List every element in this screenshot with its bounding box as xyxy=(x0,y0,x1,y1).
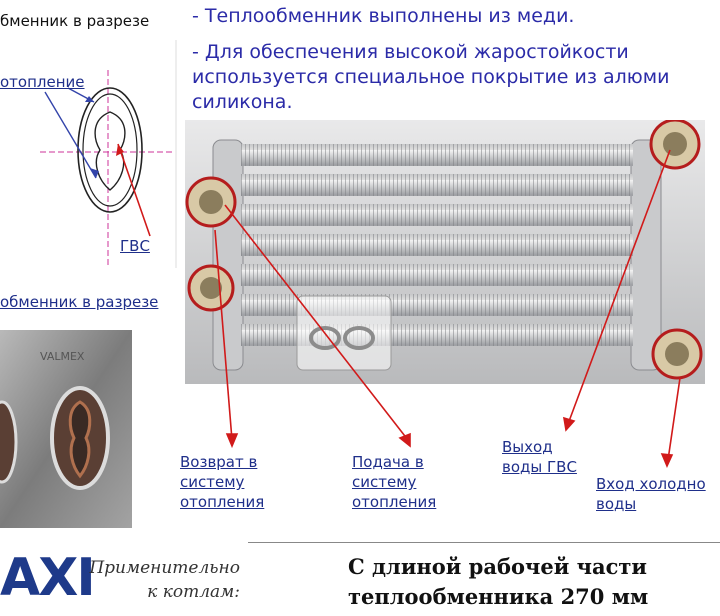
inner-tube-shape xyxy=(82,93,138,207)
fitting-supply xyxy=(187,264,235,312)
bullet-coating-3: силикона. xyxy=(192,91,293,113)
section-photo-stamp: VALMEX xyxy=(40,350,85,363)
fitting-dhw-out xyxy=(649,120,701,170)
heat-exchanger-photo xyxy=(185,120,705,384)
fitting-cold-in xyxy=(651,328,703,380)
applicability-label: Применительно к котлам: xyxy=(89,558,240,602)
callout-return-heating: Возврат в систему отопления xyxy=(180,453,265,511)
label-heating: отопление xyxy=(0,73,85,91)
diagram-title: бменник в разрезе xyxy=(0,12,150,30)
cross-section-diagram xyxy=(40,40,177,268)
gasket-bag xyxy=(296,295,392,371)
label-dhw: ГВС xyxy=(120,237,150,255)
bullet-copper: - Теплообменник выполнены из меди. xyxy=(192,5,575,27)
dhw-arrow xyxy=(117,143,151,237)
callout-cold-in: Вход холодно воды xyxy=(596,475,706,513)
outer-tube-shape xyxy=(77,87,143,213)
section-photo: VALMEX xyxy=(0,330,132,528)
bullet-coating-1: - Для обеспечения высокой жаростойкости xyxy=(192,41,629,63)
brand-logo: AXI xyxy=(0,548,96,608)
bullet-coating-2: используется специальное покрытие из алю… xyxy=(192,66,670,88)
length-title: С длиной рабочей части теплообменника 27… xyxy=(348,554,649,609)
callout-dhw-out: Выход воды ГВС xyxy=(502,438,577,476)
fitting-return xyxy=(185,176,237,228)
section-photo-title: обменник в разрезе xyxy=(0,293,159,311)
footer-divider xyxy=(248,542,720,543)
tube-section-2 xyxy=(0,400,18,484)
callout-supply-heating: Подача в систему отопления xyxy=(352,453,437,511)
dhw-channel-shape xyxy=(94,111,126,191)
heating-arrow xyxy=(44,91,97,179)
